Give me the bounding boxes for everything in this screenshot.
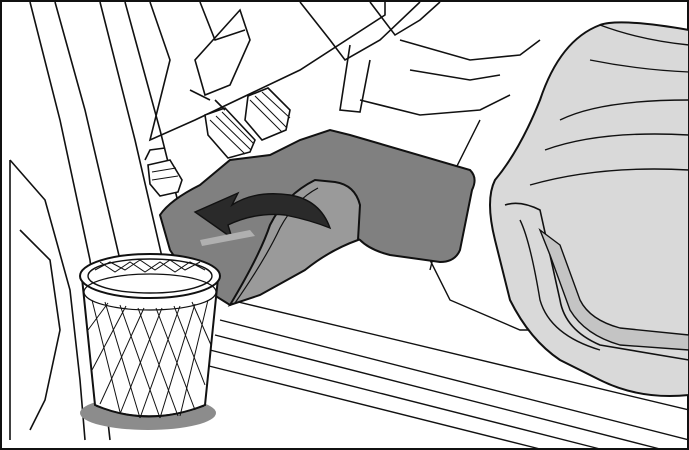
wastebasket-icon: [80, 254, 220, 430]
